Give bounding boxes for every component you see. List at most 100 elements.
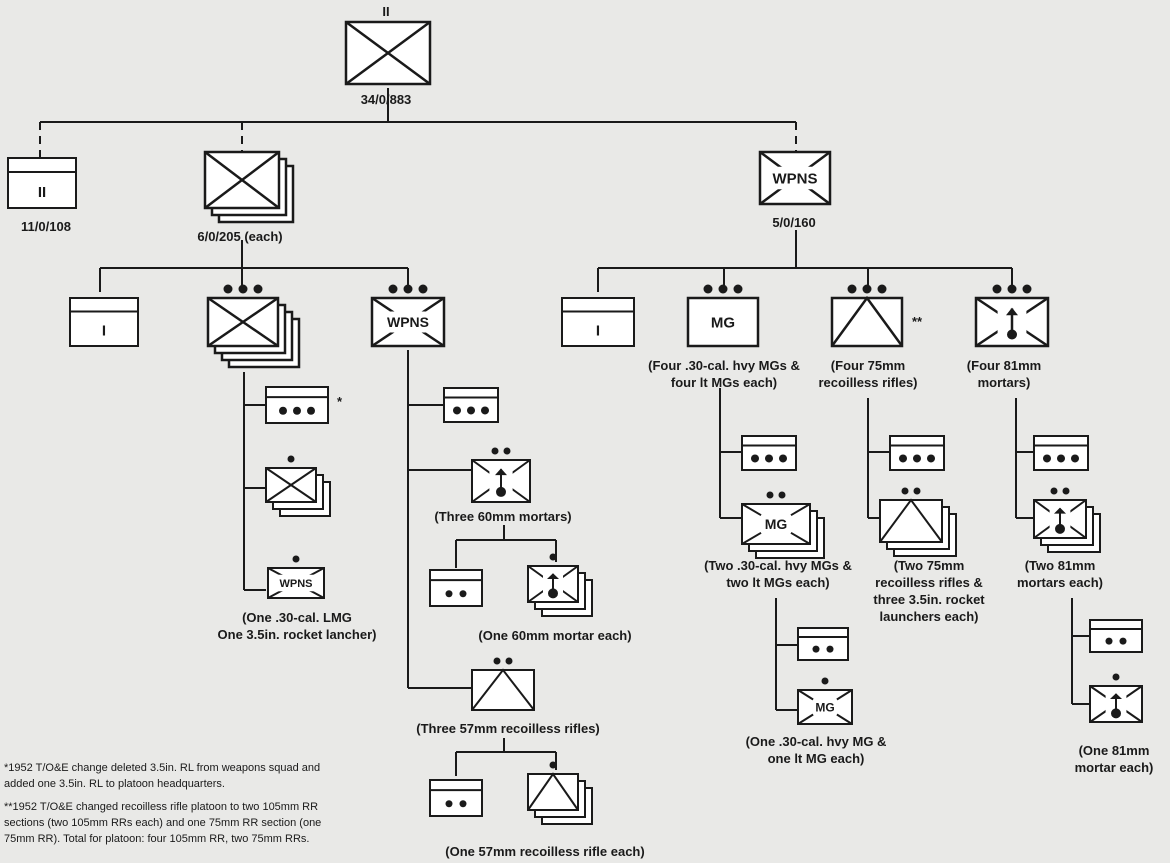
unit-frame	[429, 569, 483, 607]
footnote-1-line-1: *1952 T/O&E change deleted 3.5in. RL fro…	[4, 762, 320, 774]
weapons-squad-caption-1: (One .30-cal. LMG	[242, 610, 352, 625]
weapons-squad-caption-2: One 3.5in. rocket lancher)	[218, 627, 377, 642]
cross-line	[836, 713, 853, 725]
echelon-dot	[445, 590, 453, 598]
echelon-dot	[927, 454, 935, 463]
echelon-dot	[418, 284, 428, 294]
cross-line	[265, 467, 317, 503]
echelon-dot	[238, 284, 248, 294]
recoilless-mark	[471, 668, 535, 711]
rr-section-caption-3: three 3.5in. rocket	[873, 592, 985, 607]
unit-frame	[1033, 435, 1089, 471]
81mm-squad-caption-1: (One 81mm	[1079, 743, 1150, 758]
mg-squad-symbol: MG	[797, 677, 853, 725]
mg-section-symbol: MG	[741, 491, 825, 559]
cross-line	[204, 151, 280, 209]
rifle-company-strength: 6/0/205 (each)	[197, 229, 282, 244]
mortar-base	[1111, 708, 1121, 719]
echelon-mark: II	[38, 184, 46, 201]
mg-platoon-hq-symbol	[741, 435, 797, 471]
cross-line	[790, 503, 811, 517]
unit-frame	[561, 297, 635, 347]
unit-frame	[879, 499, 943, 543]
75mm-rr-section-symbol	[879, 487, 957, 557]
echelon-dot	[491, 447, 499, 455]
echelon-dot	[847, 284, 857, 294]
echelon-dot	[877, 284, 887, 294]
unit-frame	[889, 435, 945, 471]
rr-section-caption-2: recoilless rifles &	[875, 575, 983, 590]
label-backing	[812, 698, 838, 716]
81mm-section-caption-2: mortars each)	[1017, 575, 1103, 590]
echelon-dot	[862, 284, 872, 294]
echelon-dot	[292, 555, 300, 563]
label-backing	[768, 166, 822, 190]
label-backing	[383, 311, 433, 333]
81mm-section-hq-symbol	[1089, 619, 1143, 653]
mg-section-caption-2: two lt MGs each)	[726, 575, 829, 590]
label-backing	[707, 310, 739, 334]
label-backing	[276, 574, 316, 592]
label-backing	[761, 513, 791, 535]
echelon-dot	[751, 454, 759, 463]
echelon-dot	[253, 284, 263, 294]
rifle-platoon-symbol	[206, 284, 301, 369]
battalion-echelon: II	[382, 4, 389, 19]
cross-line	[741, 531, 762, 545]
echelon-dot	[403, 284, 413, 294]
echelon-dot	[1119, 637, 1127, 645]
echelon-dot	[899, 454, 907, 463]
cross-line	[345, 20, 431, 86]
57mm-section-hq-symbol	[429, 779, 483, 817]
mortar-arrow	[1006, 307, 1018, 316]
unit-frame	[527, 773, 579, 811]
echelon-dot	[279, 406, 287, 415]
echelon-dot	[459, 800, 467, 808]
rifle-co-hq-platoon-symbol: I	[69, 297, 139, 347]
unit-label: WPNS	[280, 578, 313, 590]
unit-frame	[1089, 619, 1143, 653]
81mm-mortar-platoon-symbol	[974, 284, 1050, 348]
echelon-dot	[1105, 637, 1113, 645]
75mm-rr-platoon-symbol	[830, 284, 904, 348]
rr-platoon-caption-2: recoilless rifles)	[819, 375, 918, 390]
weapons-company-strength: 5/0/160	[772, 215, 815, 230]
echelon-dot	[307, 406, 315, 415]
echelon-dot	[459, 590, 467, 598]
recoilless-mark	[830, 295, 904, 347]
footnote-1-line-2: added one 3.5in. RL to platoon headquart…	[4, 778, 225, 790]
81mm-mortar-section-symbol	[1033, 487, 1101, 553]
unit-frame	[471, 669, 535, 711]
echelon-dot	[1062, 487, 1070, 495]
weapons-co-hq-platoon-symbol: I	[561, 297, 635, 347]
unit-frame	[830, 296, 904, 348]
rr-platoon-star: **	[912, 314, 923, 329]
mortar-section-caption: (Three 60mm mortars)	[434, 509, 571, 524]
60mm-section-hq-symbol	[429, 569, 483, 607]
57mm-rr-section-symbol	[471, 657, 535, 711]
echelon-dot	[481, 406, 489, 415]
echelon-dot	[1071, 454, 1079, 463]
unit-frame	[741, 435, 797, 471]
rr-platoon-hq-symbol	[889, 435, 945, 471]
rr-section-caption-1: (Two 75mm	[894, 558, 965, 573]
rr-section-caption: (Three 57mm recoilless rifles)	[416, 721, 600, 736]
echelon-dot	[1022, 284, 1032, 294]
mg-platoon-symbol: MG	[686, 284, 760, 348]
81mm-section-caption-1: (Two 81mm	[1025, 558, 1096, 573]
unit-label: MG	[815, 700, 834, 714]
echelon-dot	[1057, 454, 1065, 463]
echelon-dot	[913, 487, 921, 495]
rifle-company-symbol	[203, 150, 295, 224]
hq-company-symbol: II	[7, 157, 77, 209]
mg-squad-caption-1: (One .30-cal. hvy MG &	[746, 734, 887, 749]
connector-lines	[39, 88, 1090, 776]
60mm-mortar-squad-symbol	[527, 553, 593, 617]
mortar-arrow	[495, 468, 507, 476]
echelon-dot	[505, 657, 513, 665]
echelon-dot	[992, 284, 1002, 294]
echelon-dot	[388, 284, 398, 294]
mortar-platoon-hq-symbol	[1033, 435, 1089, 471]
